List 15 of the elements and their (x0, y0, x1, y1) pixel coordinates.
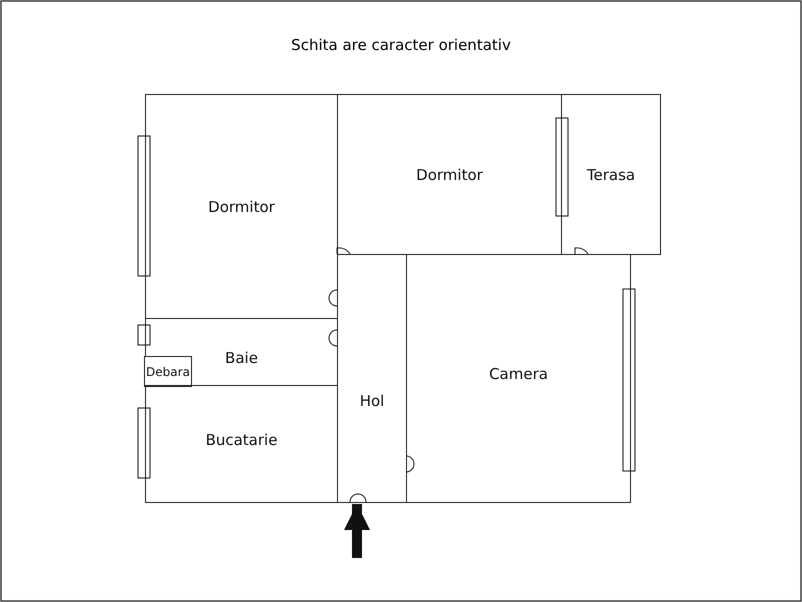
room-outline (144, 356, 192, 387)
room-outline (145, 385, 338, 503)
room-label: Debara (146, 364, 190, 378)
room-label: Camera (489, 364, 548, 382)
room-label: Dormitor (208, 198, 275, 216)
room-label: Terasa (586, 166, 636, 184)
room-outline (145, 94, 338, 319)
room-outline (406, 254, 631, 503)
room-label: Bucatarie (206, 431, 278, 449)
title: Schita are caracter orientativ (290, 36, 512, 54)
room-label: Dormitor (416, 166, 483, 184)
room-outline (561, 94, 661, 255)
entrance-arrow (344, 504, 370, 558)
room-label: Baie (225, 349, 258, 367)
room-label: Hol (360, 392, 384, 410)
